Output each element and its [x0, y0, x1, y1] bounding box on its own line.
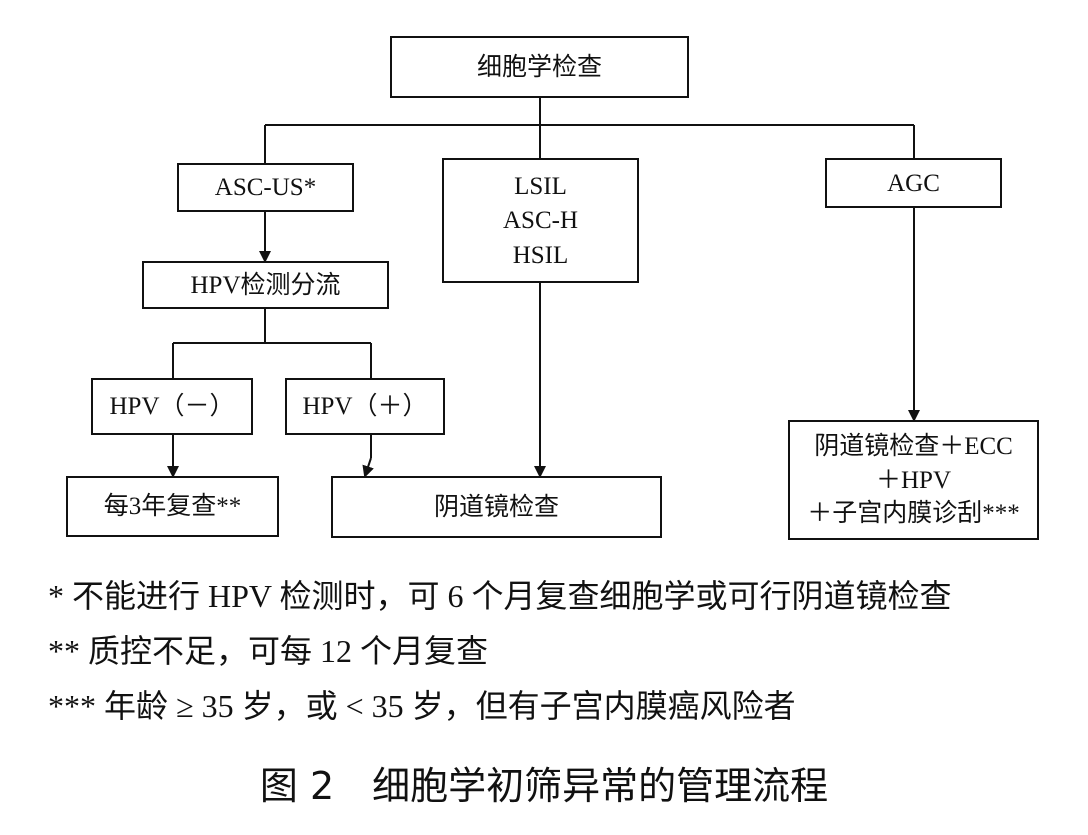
label-colposcopy-ecc: 阴道镜检查＋ECC: [814, 433, 1013, 461]
label-lsil: LSIL: [514, 172, 567, 200]
label-asc-h: ASC-H: [502, 207, 578, 234]
box-every-3-years-review: 每3年复查**: [66, 476, 279, 537]
box-agc: AGC: [825, 158, 1002, 208]
label-hsil: HSIL: [512, 241, 569, 269]
box-hpv-negative: HPV（－）: [91, 378, 253, 435]
footnote-3: *** 年龄 ≥ 35 岁，或 < 35 岁，但有子宫内膜癌风险者: [48, 688, 796, 724]
box-hpv-positive: HPV（＋）: [285, 378, 445, 435]
footnote-2: ** 质控不足，可每 12 个月复查: [48, 633, 489, 669]
box-hpv-triage: HPV检测分流: [142, 261, 389, 309]
box-lsil-ascH-hsil: LSIL ASC-H HSIL: [442, 158, 639, 283]
arrow-to-colposcopy-from-hpv-pos: [362, 457, 374, 478]
label-plus-hpv: ＋HPV: [875, 466, 951, 494]
figure-caption: 图 2 细胞学初筛异常的管理流程: [259, 764, 829, 808]
footnote-1: * 不能进行 HPV 检测时，可 6 个月复查细胞学或可行阴道镜检查: [48, 578, 952, 614]
box-asc-us: ASC-US*: [177, 163, 354, 212]
box-agc-action: 阴道镜检查＋ECC ＋HPV ＋子宫内膜诊刮***: [788, 420, 1039, 540]
box-cytology-exam: 细胞学检查: [390, 36, 689, 98]
label-endometrial-curettage: ＋子宫内膜诊刮***: [807, 499, 1020, 527]
box-colposcopy: 阴道镜检查: [331, 476, 662, 538]
